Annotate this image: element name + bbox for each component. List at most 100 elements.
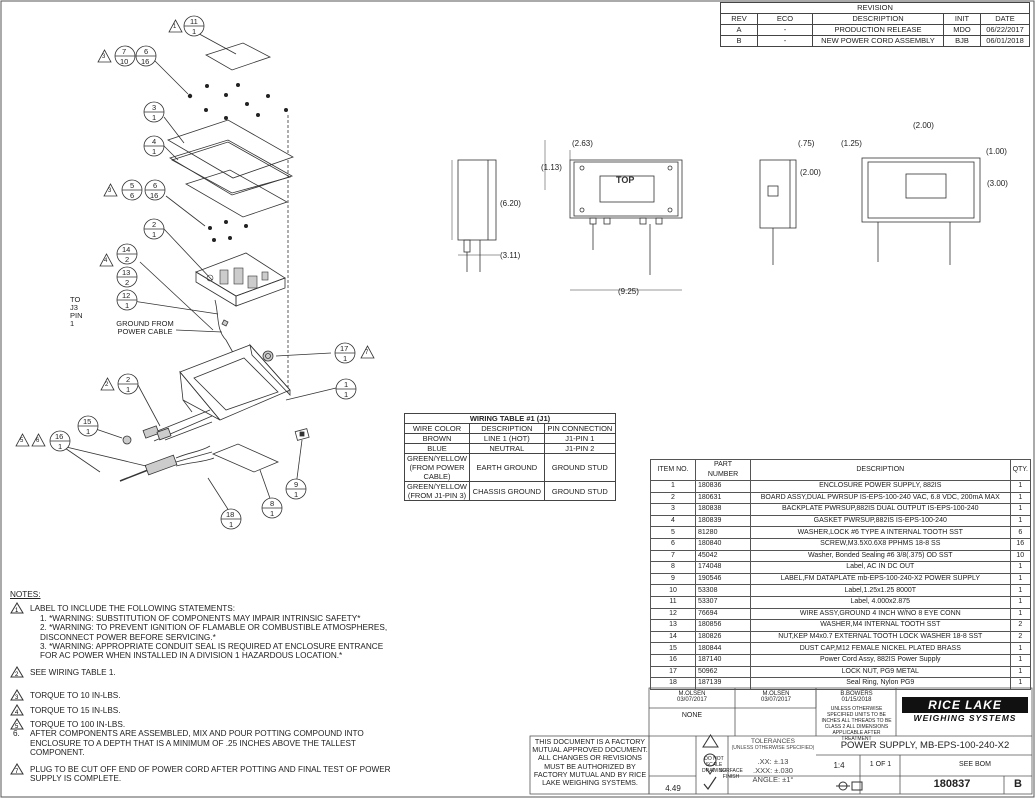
- bom-description: Label,1.25x1.25 8000T: [750, 584, 1011, 597]
- bom-item-no: 14: [650, 630, 696, 644]
- bom-description: WASHER,LOCK #6 TYPE A INTERNAL TOOTH SST: [750, 526, 1011, 539]
- dim-text: (2.63): [572, 139, 593, 148]
- projection-icon: [836, 781, 863, 791]
- label-ground-cable: GROUND FROM POWER CABLE: [116, 319, 174, 336]
- wiring-table-title: WIRING TABLE #1 (J1): [404, 413, 616, 424]
- rev-header: INIT: [943, 13, 981, 25]
- scale-value: 1:4: [833, 761, 845, 770]
- bom-qty: 1: [1009, 514, 1032, 528]
- bom-description: Label, 4.000x2.875: [750, 595, 1011, 609]
- bom-part-number: 187140: [695, 653, 751, 667]
- callout-text: 13: [122, 268, 131, 277]
- revision-table: REVISION REV ECO DESCRIPTION INIT DATE A…: [720, 2, 1030, 47]
- note-5: 5 TORQUE TO 100 IN-LBS.: [10, 718, 410, 730]
- callout-text: 16: [150, 191, 159, 200]
- callout-text: 6: [130, 191, 135, 200]
- bom-part-number: 174048: [695, 561, 751, 574]
- rev-header: DATE: [980, 13, 1030, 25]
- callout-text: 7: [122, 47, 127, 56]
- rev-header: REV: [720, 13, 758, 25]
- callout-text: 2: [125, 278, 130, 287]
- svg-text:2: 2: [15, 672, 19, 678]
- bom-part-number: 76694: [695, 607, 751, 621]
- top-label: TOP: [616, 175, 634, 185]
- bom-qty: 1: [1009, 642, 1032, 655]
- callout-text: 2: [125, 255, 130, 264]
- bom-part-number: 53308: [695, 584, 751, 597]
- bom-item-no: 15: [650, 642, 696, 655]
- bom-item-no: 13: [650, 619, 696, 632]
- bom-part-number: 180838: [695, 503, 751, 516]
- bom-part-number: 53307: [695, 595, 751, 609]
- bom-qty: 2: [1009, 619, 1032, 632]
- bom-qty: 6: [1009, 526, 1032, 539]
- bom-item-no: 11: [650, 595, 696, 609]
- bom-item-no: 12: [650, 607, 696, 621]
- callout-text: 1: [344, 380, 349, 389]
- finish-value: NONE: [681, 712, 703, 719]
- bom-description: WASHER,M4 INTERNAL TOOTH SST: [750, 619, 1011, 632]
- bom-description: Washer, Bonded Sealing #6 3/8(.375) OD S…: [750, 549, 1011, 563]
- bom-part-number: 81280: [695, 526, 751, 539]
- drawing-description: POWER SUPPLY, MB-EPS-100-240-X2: [840, 740, 1010, 751]
- bom-qty: 1: [1009, 653, 1032, 667]
- callout-text: 1: [294, 490, 299, 499]
- callout-text: 3: [152, 103, 157, 112]
- wiring-header: WIRE COLOR: [403, 423, 471, 434]
- flag-number: 3: [108, 188, 112, 194]
- bom-description: Power Cord Assy, 882IS Power Supply: [750, 653, 1011, 667]
- see-bom: SEE BOM: [959, 761, 991, 768]
- flag-number: 7: [365, 350, 369, 356]
- bom-part-number: 180844: [695, 642, 751, 655]
- weight-value: 4.49: [665, 784, 681, 793]
- dim-text: (1.13): [541, 163, 562, 172]
- sheet-value: 1 OF 1: [869, 761, 892, 768]
- bom-part-number: 180856: [695, 619, 751, 632]
- bom-qty: 1: [1009, 607, 1032, 621]
- bom-qty: 1: [1009, 503, 1032, 516]
- bom-item-no: 17: [650, 665, 696, 679]
- svg-text:5: 5: [15, 724, 19, 730]
- wiring-table: WIRING TABLE #1 (J1) WIRE COLOR DESCRIPT…: [403, 413, 617, 501]
- note-1: 1 LABEL TO INCLUDE THE FOLLOWING STATEME…: [10, 602, 410, 660]
- svg-text:4: 4: [15, 710, 19, 716]
- bom-qty: 1: [1009, 491, 1032, 505]
- callout-text: 15: [83, 417, 92, 426]
- bom-description: ENCLOSURE POWER SUPPLY, 882IS: [750, 480, 1011, 493]
- wiring-header: DESCRIPTION: [469, 423, 545, 434]
- callout-text: 16: [55, 432, 64, 441]
- bom-qty: 1: [1009, 561, 1032, 574]
- callout-text: 1: [343, 354, 348, 363]
- dim-text: (.75): [798, 139, 815, 148]
- bom-description: SCREW,M3.5X0.6X8 PPHMS 18-8 SS: [750, 537, 1011, 551]
- bom-header: PART NUMBER: [695, 459, 751, 481]
- bom-part-number: 180839: [695, 514, 751, 528]
- bom-description: WIRE ASSY,GROUND 4 INCH W/NO 8 EYE CONN: [750, 607, 1011, 621]
- bom-item-no: 2: [650, 491, 696, 505]
- bom-description: NUT,KEP M4x0.7 EXTERNAL TOOTH LOCK WASHE…: [750, 630, 1011, 644]
- bom-qty: 1: [1009, 665, 1032, 679]
- bom-part-number: 45042: [695, 549, 751, 563]
- flag-number: 6: [36, 438, 40, 444]
- bom-item-no: 7: [650, 549, 696, 563]
- svg-text:3: 3: [15, 695, 19, 701]
- orthographic-views: TOP: [451, 140, 981, 291]
- notes-title: NOTES:: [10, 590, 41, 599]
- rev-header: ECO: [757, 13, 813, 25]
- callout-text: 1: [152, 113, 157, 122]
- dim-text: (2.00): [800, 168, 821, 177]
- hook-icon: [702, 734, 719, 775]
- callout-text: 17: [340, 344, 349, 353]
- flag-number: 3: [102, 54, 106, 60]
